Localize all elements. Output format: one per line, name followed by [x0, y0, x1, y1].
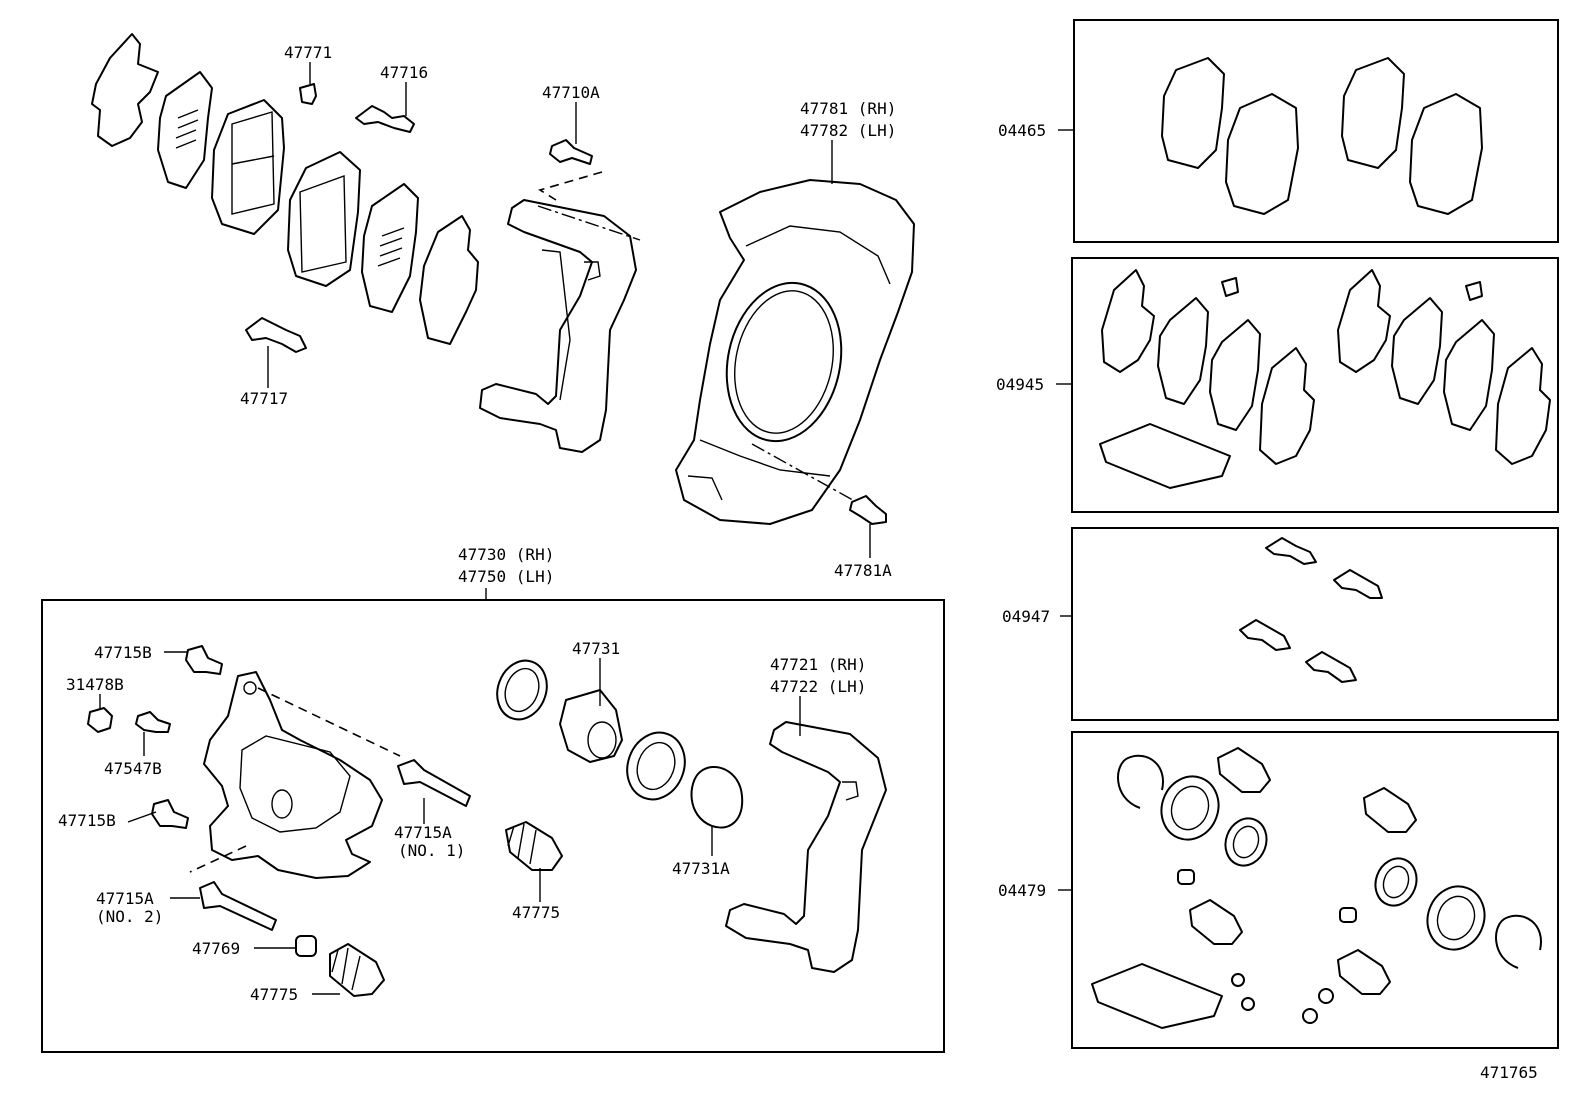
pad-wear-indicator-clip[interactable] — [299, 83, 317, 105]
caliper-assembly-box — [41, 599, 945, 1053]
label-47715a-no2: 47715A — [96, 889, 154, 908]
label-47715b-mid: 47715B — [58, 811, 116, 830]
caliper-mounting-bracket-lower[interactable] — [725, 721, 887, 973]
label-47730-rh: 47730 (RH) — [458, 545, 554, 564]
cylinder-boot-set-ring[interactable] — [690, 766, 744, 829]
cylinder-boot-lower-left[interactable] — [329, 943, 385, 997]
kit-04465-pads[interactable] — [1161, 57, 1483, 215]
label-kit-04945: 04945 — [996, 375, 1044, 394]
pad-support-plate-upper[interactable] — [355, 105, 415, 133]
leader-lines — [99, 62, 1074, 995]
guide-pin-bushing[interactable] — [295, 935, 317, 957]
label-47771: 47771 — [284, 43, 332, 62]
kit-box-04945 — [1071, 257, 1559, 513]
piston-seal[interactable] — [489, 654, 555, 727]
caliper-bolt-upper[interactable] — [185, 645, 223, 675]
illustration-number: 471765 — [1480, 1063, 1538, 1082]
dust-cover-bolt-dashdot-line — [751, 443, 861, 505]
label-47782-lh: 47782 (LH) — [800, 121, 896, 140]
caliper-body[interactable] — [203, 671, 383, 879]
cylinder-boot-ring[interactable] — [618, 724, 694, 807]
kit-04945-shims[interactable] — [1099, 269, 1551, 489]
anti-squeal-shim-right[interactable] — [361, 183, 419, 313]
label-47775-left: 47775 — [250, 985, 298, 1004]
label-47715b-top: 47715B — [94, 643, 152, 662]
label-47716: 47716 — [380, 63, 428, 82]
guide-pin-no1[interactable] — [397, 759, 471, 807]
label-kit-04947: 04947 — [1002, 607, 1050, 626]
label-47775-mid: 47775 — [512, 903, 560, 922]
bleeder-plug[interactable] — [135, 711, 171, 733]
bolt-guide-dash-line — [538, 171, 603, 201]
kit-04479-seals[interactable] — [1091, 747, 1543, 1029]
label-47715a-no2-note: (NO. 2) — [96, 907, 163, 926]
label-47769: 47769 — [192, 939, 240, 958]
caliper-piston[interactable] — [559, 689, 623, 763]
guide-pin-no2[interactable] — [199, 881, 277, 931]
label-47717: 47717 — [240, 389, 288, 408]
pad-support-plate-lower[interactable] — [245, 317, 307, 353]
brake-pad-inner[interactable] — [211, 99, 285, 235]
caliper-mounting-bracket-top[interactable] — [479, 199, 637, 453]
label-47715a-no1: 47715A — [394, 823, 452, 842]
label-47781-rh: 47781 (RH) — [800, 99, 896, 118]
brake-pad-outer[interactable] — [287, 151, 361, 287]
kit-04947-clips[interactable] — [1239, 537, 1383, 683]
label-47715a-no1-note: (NO. 1) — [398, 841, 465, 860]
kit-box-04947 — [1071, 527, 1559, 721]
bleeder-plug-cap[interactable] — [87, 707, 113, 733]
label-31478b: 31478B — [66, 675, 124, 694]
cylinder-boot-mid[interactable] — [505, 821, 563, 871]
label-47721-rh: 47721 (RH) — [770, 655, 866, 674]
guide-pin-dash-line-1 — [257, 687, 401, 757]
label-47731a: 47731A — [672, 859, 730, 878]
label-47731: 47731 — [572, 639, 620, 658]
label-47547b: 47547B — [104, 759, 162, 778]
kit-box-04465 — [1073, 19, 1559, 243]
label-47722-lh: 47722 (LH) — [770, 677, 866, 696]
pad-shim-outer-right[interactable] — [419, 215, 479, 345]
label-47781a: 47781A — [834, 561, 892, 580]
label-kit-04465: 04465 — [998, 121, 1046, 140]
label-47710a: 47710A — [542, 83, 600, 102]
bracket-bolt[interactable] — [549, 139, 593, 165]
dust-cover-bolt[interactable] — [849, 495, 887, 525]
anti-squeal-shim-left[interactable] — [157, 71, 213, 189]
guide-pin-dash-line-2 — [189, 845, 247, 873]
caliper-bolt-lower[interactable] — [151, 799, 189, 829]
label-47750-lh: 47750 (LH) — [458, 567, 554, 586]
bracket-guide-dashdot-line — [537, 205, 641, 241]
label-kit-04479: 04479 — [998, 881, 1046, 900]
disc-brake-dust-cover[interactable] — [675, 179, 915, 525]
pad-shim-outer-left[interactable] — [91, 33, 159, 147]
